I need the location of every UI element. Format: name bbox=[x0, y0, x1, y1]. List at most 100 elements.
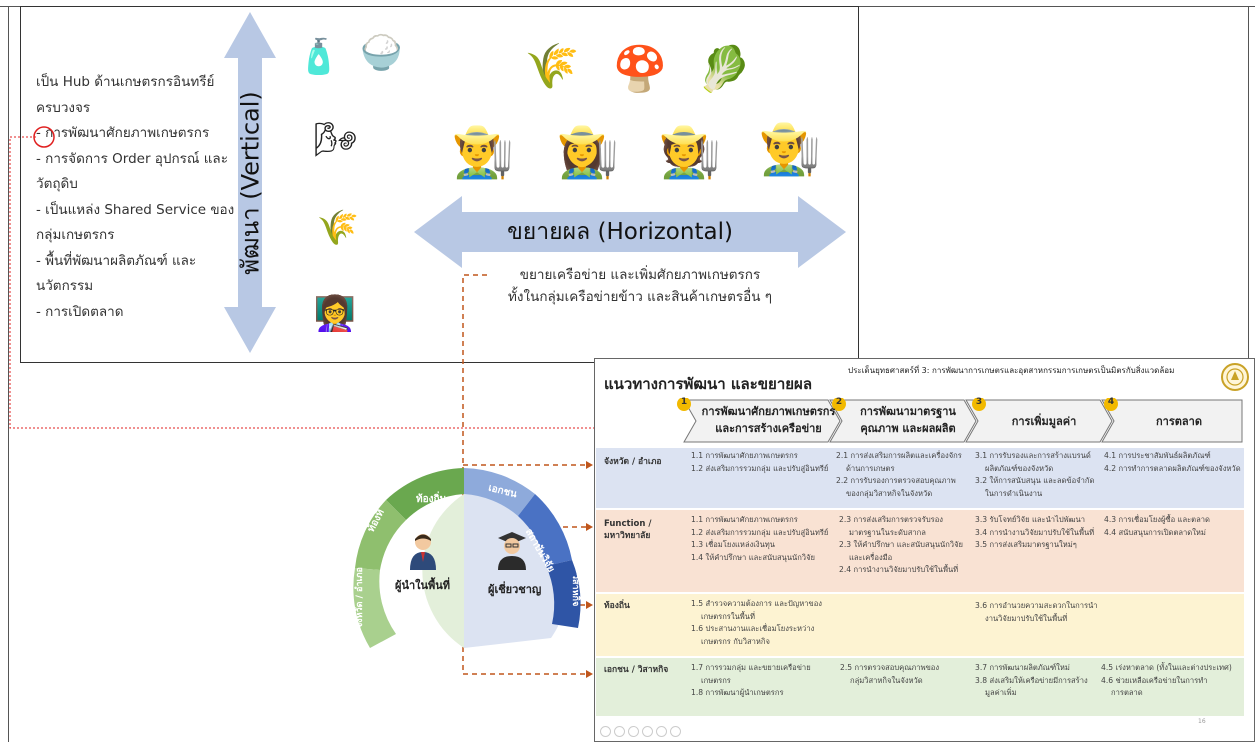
slide-subtitle: ประเด็นยุทธศาสตร์ที่ 3: การพัฒนาการเกษตร… bbox=[848, 366, 1175, 375]
top-panel bbox=[20, 6, 859, 363]
cell-3-1: 1.5 สำรวจความต้องการ และปัญหาของ เกษตรกร… bbox=[691, 598, 822, 648]
frame-left-line bbox=[8, 6, 9, 742]
column-header-3: การเพิ่มมูลค่า bbox=[978, 412, 1110, 430]
segment-province bbox=[353, 568, 396, 648]
segment-private bbox=[464, 468, 535, 516]
rice-bowl-icon: 🍚 bbox=[360, 32, 403, 73]
chevron-num-4 bbox=[1104, 398, 1118, 411]
cell-line: การตลาด bbox=[1111, 688, 1143, 697]
cell-2-2: 2.3 การส่งเสริมการตรวจรับรอง มาตรฐานในระ… bbox=[839, 514, 963, 577]
leader-avatar-icon bbox=[410, 534, 436, 570]
chevron-num-2 bbox=[832, 398, 846, 411]
column-header-line: การเพิ่มมูลค่า bbox=[1011, 415, 1077, 428]
cell-line: 1.1 การพัฒนาศักยภาพเกษตรกร bbox=[691, 451, 798, 460]
expert-avatar-icon bbox=[498, 532, 526, 570]
hub-line: นวัตกรรม bbox=[36, 278, 94, 294]
more-icon[interactable] bbox=[670, 726, 681, 737]
cell-2-1: 1.1 การพัฒนาศักยภาพเกษตรกร 1.2 ส่งเสริมก… bbox=[691, 514, 828, 564]
cell-line: 2.2 การรับรองการตรวจสอบคุณภาพ bbox=[836, 476, 956, 485]
cell-line: 1.7 การรวมกลุ่ม และขยายเครือข่าย bbox=[691, 663, 811, 672]
cell-line: 4.3 การเชื่อมโยงผู้ซื้อ และตลาด bbox=[1104, 515, 1210, 524]
expert-label: ผู้เชี่ยวชาญ bbox=[488, 583, 542, 596]
cell-line: 3.5 การส่งเสริมมาตรฐานใหม่ๆ bbox=[975, 540, 1077, 549]
cell-line: มาตรฐานในระดับสากล bbox=[849, 527, 926, 537]
row-label-line: เอกชน / วิสาหกิจ bbox=[604, 665, 669, 675]
windmill-icon: 🌬 bbox=[313, 120, 358, 160]
cell-line: 4.6 ช่วยเหลือเครือข่ายในการทำ bbox=[1101, 675, 1208, 685]
cell-line: เกษตรกร กับวิสาหกิจ bbox=[701, 636, 770, 646]
pen-icon[interactable] bbox=[628, 726, 639, 737]
hub-line: เป็น Hub ด้านเกษตรกรอินทรีย์ bbox=[36, 74, 215, 90]
segment-label-province: จังหวัด / อำเภอ bbox=[355, 567, 365, 628]
column-header-line: และการสร้างเครือข่าย bbox=[715, 422, 822, 435]
row-local-bg bbox=[596, 594, 1244, 656]
next-slide-icon[interactable] bbox=[614, 726, 625, 737]
vertical-arrow bbox=[224, 12, 276, 353]
hub-line: - การเปิดตลาด bbox=[36, 303, 124, 320]
prev-slide-icon[interactable] bbox=[600, 726, 611, 737]
cell-line: 1.6 ประสานงานและเชื่อมโยงระหว่าง bbox=[691, 624, 815, 633]
hub-line: วัตถุดิบ bbox=[36, 176, 78, 192]
cell-line: 3.3 รับโจทย์วิจัย และนำไปพัฒนา bbox=[975, 515, 1085, 524]
cell-line: ในการดำเนินงาน bbox=[985, 488, 1043, 498]
cosmetics-icon: 🧴 bbox=[297, 36, 341, 77]
cell-1-3: 3.1 การรับรองและการสร้างแบรนด์ ผลิตภัณฑ์… bbox=[975, 450, 1094, 500]
hub-line: - การจัดการ Order อุปกรณ์ และ bbox=[36, 150, 228, 167]
farmer-rake-icon: 👨‍🌾 bbox=[758, 119, 822, 178]
cell-line: 2.3 การส่งเสริมการตรวจรับรอง bbox=[839, 515, 943, 524]
cell-3-3: 3.6 การอำนวยความสะดวกในการนำ งานวิจัยมาป… bbox=[975, 600, 1098, 625]
lettuce-icon: 🥬 bbox=[696, 44, 752, 95]
segment-label-enterprise: วิสาหกิจ bbox=[570, 574, 580, 607]
inner-left-half bbox=[422, 494, 464, 648]
column-header-line: คุณภาพ และผลผลิต bbox=[860, 422, 956, 435]
row-label-university: Function / มหาวิทยาลัย bbox=[604, 518, 651, 542]
cell-line: กลุ่มวิสาหกิจในจังหวัด bbox=[850, 675, 923, 685]
cell-line: 3.1 การรับรองและการสร้างแบรนด์ bbox=[975, 451, 1091, 460]
chevron-4 bbox=[1101, 399, 1243, 443]
chevron-number: 1 bbox=[680, 397, 688, 407]
cell-4-4: 4.5 เร่งหาตลาด (ทั้งในและต่างประเทศ) 4.6… bbox=[1101, 662, 1232, 700]
cell-line: เกษตรกร bbox=[701, 675, 731, 685]
cell-line: 1.1 การพัฒนาศักยภาพเกษตรกร bbox=[691, 515, 798, 524]
description: ขยายเครือข่าย และเพิ่มศักยภาพเกษตรกร ทั้… bbox=[455, 264, 825, 308]
cell-line: 4.2 การทำการตลาดผลิตภัณฑ์ของจังหวัด bbox=[1104, 463, 1241, 473]
slide-title: แนวทางการพัฒนา และขยายผล bbox=[604, 375, 813, 393]
row-private-bg bbox=[596, 658, 1244, 716]
cell-line: 1.5 สำรวจความต้องการ และปัญหาของ bbox=[691, 599, 822, 608]
column-header-line: การตลาด bbox=[1156, 415, 1202, 428]
segment-enterprise bbox=[546, 560, 581, 628]
page-number: 16 bbox=[1198, 718, 1206, 725]
cell-line: 3.7 การพัฒนาผลิตภัณฑ์ใหม่ bbox=[975, 663, 1070, 672]
grid-icon[interactable] bbox=[642, 726, 653, 737]
rice-plant-icon: 🌾 bbox=[524, 41, 580, 92]
cell-line: งานวิจัยมาปรับใช้ในพื้นที่ bbox=[985, 613, 1068, 623]
cell-4-3: 3.7 การพัฒนาผลิตภัณฑ์ใหม่ 3.8 ส่งเสริมให… bbox=[975, 662, 1088, 700]
row-label-private: เอกชน / วิสาหกิจ bbox=[604, 664, 668, 676]
semicircle-diagram bbox=[353, 468, 581, 648]
row-province-bg bbox=[596, 448, 1244, 508]
row-label-line: มหาวิทยาลัย bbox=[604, 531, 651, 541]
column-header-2: การพัฒนามาตรฐาน คุณภาพ และผลผลิต bbox=[842, 403, 974, 437]
chevron-3 bbox=[965, 399, 1113, 443]
zoom-icon[interactable] bbox=[656, 726, 667, 737]
farmer-man-icon: 🧑‍🌾 bbox=[658, 122, 722, 181]
cell-line: 1.4 ให้คำปรึกษา และสนับสนุนนักวิจัย bbox=[691, 552, 815, 562]
row-label-line: ท้องถิ่น bbox=[604, 601, 630, 611]
cell-line: 1.3 เชื่อมโยงแหล่งเงินทุน bbox=[691, 540, 775, 549]
chevron-number: 2 bbox=[835, 397, 843, 407]
chevron-1 bbox=[683, 399, 841, 443]
description-line: ขยายเครือข่าย และเพิ่มศักยภาพเกษตรกร bbox=[519, 267, 761, 283]
cell-line: เกษตรกรในพื้นที่ bbox=[701, 611, 755, 621]
hub-line: - เป็นแหล่ง Shared Service ของ bbox=[36, 201, 235, 218]
row-label-line: Function / bbox=[604, 519, 652, 529]
column-header-1: การพัฒนาศักยภาพเกษตรกร และการสร้างเครือข… bbox=[696, 403, 841, 437]
cell-line: ผลิตภัณฑ์ของจังหวัด bbox=[985, 463, 1054, 473]
chevron-number: 3 bbox=[975, 397, 983, 407]
cell-1-4: 4.1 การประชาสัมพันธ์ผลิตภัณฑ์ 4.2 การทำก… bbox=[1104, 450, 1241, 475]
cell-line: 1.2 ส่งเสริมการรวมกลุ่ม และปรับสู่อินทรี… bbox=[691, 463, 829, 473]
column-header-line: การพัฒนาศักยภาพเกษตรกร bbox=[701, 405, 836, 418]
cell-line: 4.1 การประชาสัมพันธ์ผลิตภัณฑ์ bbox=[1104, 451, 1211, 460]
cell-line: 2.3 ให้คำปรึกษา และสนับสนุนนักวิจัย bbox=[839, 540, 963, 549]
teacher-icon: 👩‍🏫 bbox=[313, 294, 357, 334]
arrow-head-row4 bbox=[586, 670, 593, 678]
